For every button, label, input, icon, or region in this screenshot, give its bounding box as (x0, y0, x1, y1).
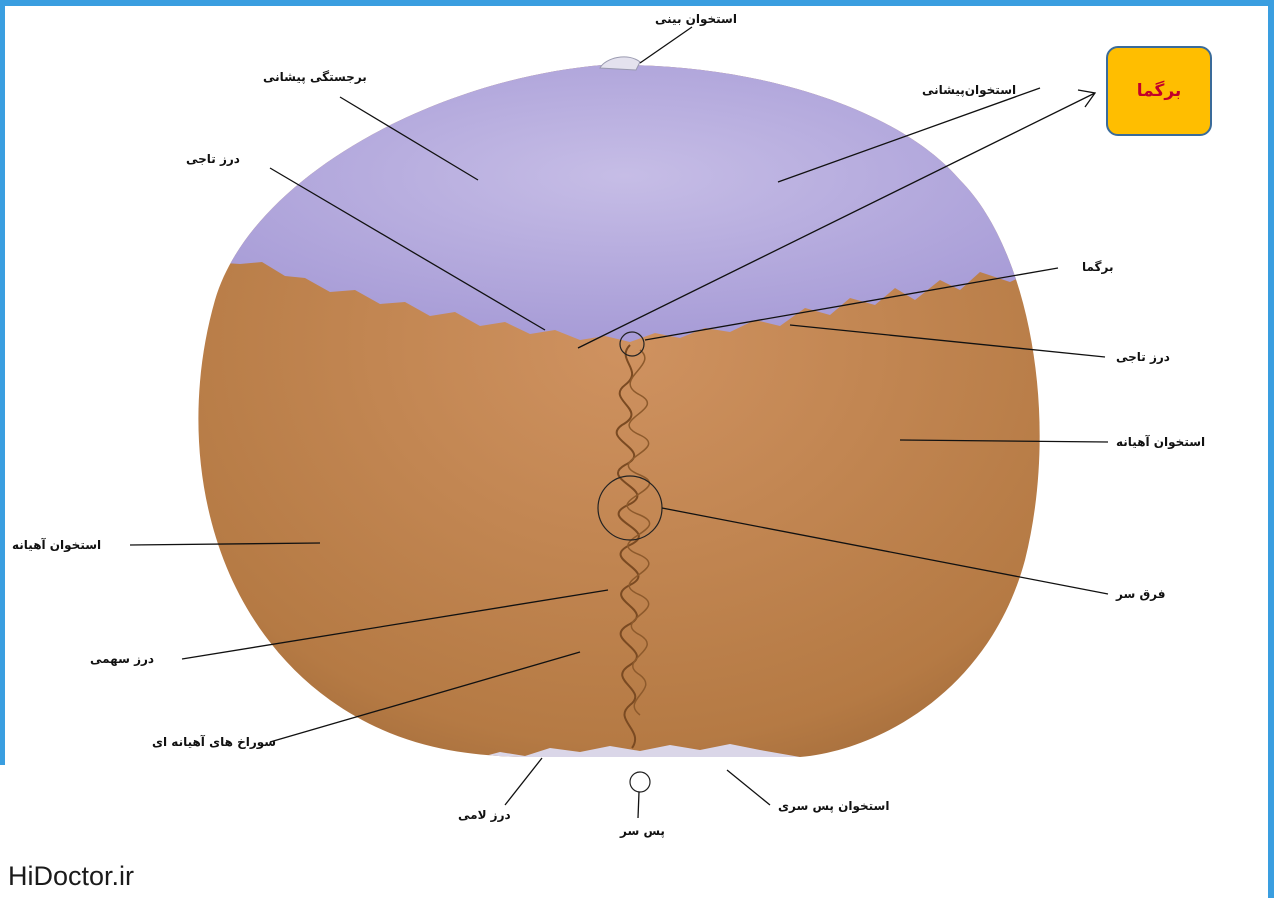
leader-occipital-bone (727, 770, 770, 805)
label-coronal-suture-left: درز تاجی (186, 152, 240, 166)
label-lambdoid-suture: درز لامی (458, 808, 511, 822)
callout-arrow-head (1078, 90, 1095, 107)
label-occipital-bone: استخوان پس سری (778, 799, 889, 813)
label-coronal-suture-right: درز تاجی (1116, 350, 1170, 364)
label-parietal-bone-right: استخوان آهیانه (1116, 435, 1205, 449)
leader-nasal-bone (640, 27, 692, 63)
label-lambda: پس سر (620, 824, 665, 838)
lambda-circle (630, 772, 650, 792)
label-frontal-eminence: برجستگی پیشانی (263, 70, 367, 84)
bregma-callout-box: برگما (1106, 46, 1212, 136)
watermark-logo: HiDoctor.ir (8, 861, 134, 892)
skull-cap (150, 40, 1100, 800)
label-parietal-bone-left: استخوان آهیانه (12, 538, 101, 552)
nasal-bone-shape (600, 57, 640, 70)
leader-lambda (638, 792, 639, 818)
label-vertex: فرق سر (1116, 587, 1166, 601)
bregma-callout-label: برگما (1137, 81, 1182, 101)
label-frontal-bone: استخوان‌پیشانی (922, 83, 1016, 97)
label-nasal-bone: استخوان بینی (655, 12, 737, 26)
label-bregma: برگما (1082, 260, 1114, 274)
leader-lambdoid-suture (505, 758, 542, 805)
label-sagittal-suture: درز سهمی (90, 652, 154, 666)
label-parietal-foramina: سوراخ های آهیانه ای (152, 735, 276, 749)
